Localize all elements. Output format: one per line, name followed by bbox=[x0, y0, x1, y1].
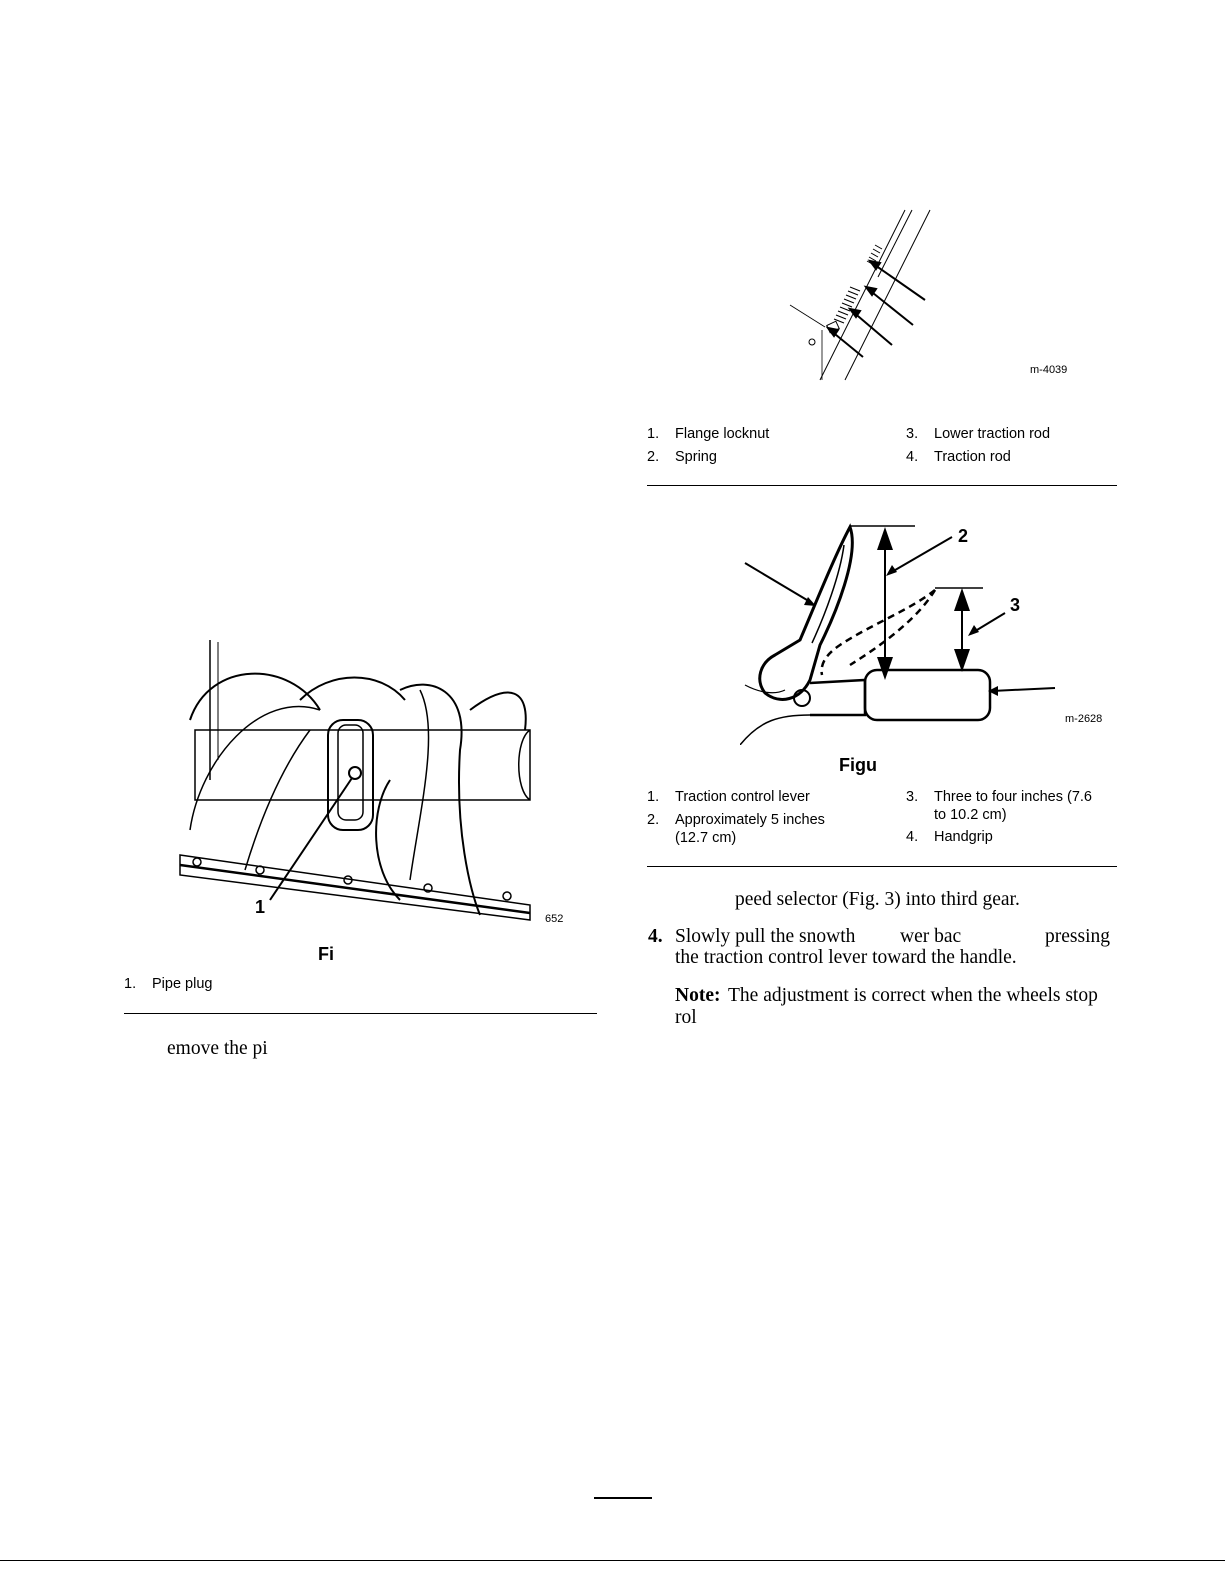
legend-item: Spring bbox=[675, 449, 717, 465]
legend-number: 3. bbox=[906, 789, 919, 805]
legend-item: Lower traction rod bbox=[934, 426, 1051, 442]
legend-item: to 10.2 cm) bbox=[934, 807, 1007, 823]
step-4-number: 4. bbox=[648, 926, 663, 947]
legend-number: 2. bbox=[647, 812, 660, 828]
step-4-text-part: wer bac bbox=[900, 926, 962, 947]
figure-legend: 1. Pipe plug bbox=[124, 975, 594, 995]
legend-item: Flange locknut bbox=[675, 426, 770, 442]
legend-number: 4. bbox=[906, 829, 919, 845]
step-4-text-part: Slowly pull the snowth bbox=[675, 926, 856, 947]
figure-caption: Figu bbox=[839, 755, 877, 775]
step-4-text-part: pressing bbox=[1045, 926, 1110, 947]
legend-item: Handgrip bbox=[934, 829, 993, 845]
divider bbox=[647, 485, 1117, 486]
legend-number: 1. bbox=[647, 426, 660, 442]
note-label: Note: bbox=[675, 985, 721, 1006]
auger-illustration: 1 652 bbox=[179, 640, 563, 925]
traction-lever-illustration: 2 3 m-2628 bbox=[740, 523, 1102, 745]
body-text: emove the pi bbox=[167, 1038, 268, 1059]
legend-number: 4. bbox=[906, 449, 919, 465]
step-3-text: peed selector (Fig. 3) into third gear. bbox=[735, 889, 1020, 910]
legend-item: Three to four inches (7.6 bbox=[934, 789, 1092, 805]
legend-number: 1. bbox=[647, 789, 660, 805]
step-4-text-line2: the traction control lever toward the ha… bbox=[675, 947, 1017, 968]
figure-legend: 1. Traction control lever 2. Approximate… bbox=[647, 788, 1117, 850]
legend-item: Approximately 5 inches bbox=[675, 812, 825, 828]
figure-code: m-2628 bbox=[1065, 713, 1102, 725]
legend-item: Traction rod bbox=[934, 449, 1011, 465]
note-text: rol bbox=[675, 1007, 697, 1028]
figure-caption: Fi bbox=[318, 944, 334, 964]
figure-legend: 1. Flange locknut 2. Spring 3. Lower tra… bbox=[647, 425, 1117, 469]
page-bottom-border bbox=[0, 1560, 1225, 1561]
figure-code: 652 bbox=[545, 913, 563, 925]
divider bbox=[647, 866, 1117, 867]
note-text: The adjustment is correct when the wheel… bbox=[728, 985, 1098, 1006]
divider bbox=[124, 1013, 597, 1014]
legend-number: 2. bbox=[647, 449, 660, 465]
callout-number: 1 bbox=[255, 897, 265, 917]
legend-item: Pipe plug bbox=[152, 976, 213, 992]
legend-number: 1. bbox=[124, 976, 137, 992]
legend-number: 3. bbox=[906, 426, 919, 442]
callout-number: 3 bbox=[1010, 595, 1020, 615]
traction-rod-illustration: m-4039 bbox=[789, 209, 1067, 381]
legend-item: (12.7 cm) bbox=[675, 830, 737, 846]
callout-number: 2 bbox=[958, 526, 968, 546]
legend-item: Traction control lever bbox=[675, 789, 810, 805]
page-number-underline bbox=[594, 1497, 652, 1499]
figure-code: m-4039 bbox=[1030, 364, 1067, 376]
